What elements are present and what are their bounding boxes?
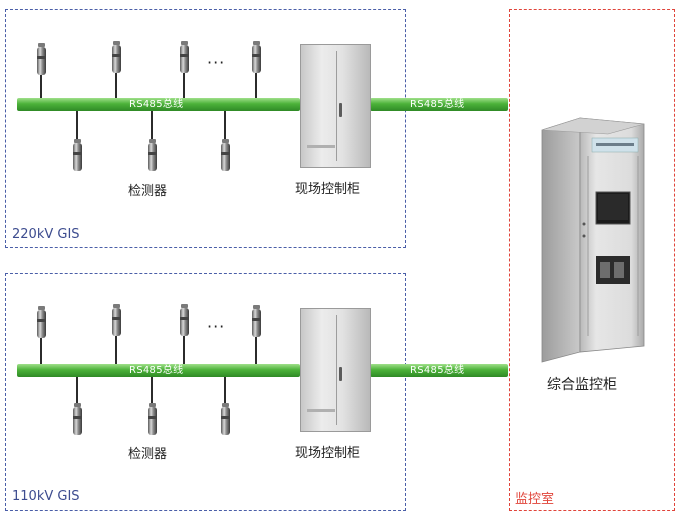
rs485-bus-220-left <box>17 98 300 111</box>
sensor-wire <box>183 73 185 98</box>
sensor-wire <box>115 336 117 364</box>
rs485-bus-220-right <box>370 98 508 111</box>
sensor-wire <box>151 377 153 407</box>
monitor-cabinet-label: 综合监控柜 <box>547 377 617 393</box>
zone-220kv-gis <box>5 9 406 248</box>
detector-sensor <box>112 41 121 73</box>
sensor-wire <box>255 73 257 98</box>
detector-sensor <box>180 304 189 336</box>
detector-sensor <box>252 305 261 337</box>
rs485-bus-label: RS485总线 <box>410 365 465 376</box>
detector-label: 检测器 <box>128 184 168 199</box>
zone-220kv-label: 220kV GIS <box>12 227 80 242</box>
more-sensors-ellipsis: ··· <box>207 317 226 336</box>
zone-110kv-label: 110kV GIS <box>12 489 80 504</box>
more-sensors-ellipsis: ··· <box>207 53 226 72</box>
zone-monitor-room <box>509 9 675 511</box>
detector-sensor <box>148 403 157 435</box>
detector-sensor <box>37 43 46 75</box>
sensor-wire <box>115 73 117 98</box>
rs485-bus-label: RS485总线 <box>129 365 184 376</box>
detector-sensor <box>37 306 46 338</box>
sensor-wire <box>40 75 42 98</box>
field-cabinet-label: 现场控制柜 <box>295 182 361 197</box>
rs485-bus-110-right <box>370 364 508 377</box>
sensor-wire <box>224 111 226 143</box>
detector-sensor <box>221 139 230 171</box>
detector-sensor <box>221 403 230 435</box>
sensor-wire <box>76 111 78 143</box>
monitor-room-label: 监控室 <box>515 492 555 507</box>
detector-label: 检测器 <box>128 447 168 462</box>
detector-sensor <box>73 403 82 435</box>
sensor-wire <box>76 377 78 407</box>
field-control-cabinet <box>300 308 371 432</box>
detector-sensor <box>252 41 261 73</box>
rs485-bus-label: RS485总线 <box>410 99 465 110</box>
rs485-bus-110-left <box>17 364 300 377</box>
detector-sensor <box>148 139 157 171</box>
detector-sensor <box>73 139 82 171</box>
sensor-wire <box>255 337 257 364</box>
rs485-bus-label: RS485总线 <box>129 99 184 110</box>
integrated-monitor-cabinet <box>540 116 650 366</box>
detector-sensor <box>112 304 121 336</box>
sensor-wire <box>151 111 153 143</box>
sensor-wire <box>224 377 226 407</box>
zone-110kv-gis <box>5 273 406 511</box>
sensor-wire <box>183 336 185 364</box>
detector-sensor <box>180 41 189 73</box>
field-cabinet-label: 现场控制柜 <box>295 446 361 461</box>
sensor-wire <box>40 338 42 364</box>
field-control-cabinet <box>300 44 371 168</box>
